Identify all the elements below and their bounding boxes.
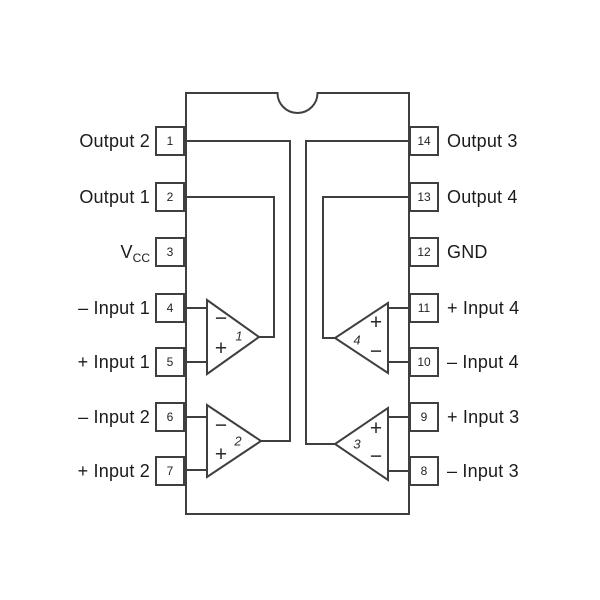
pin-row-7: + Input 2 7 xyxy=(0,456,600,486)
opamp1-noninverting-sign: + xyxy=(214,337,228,360)
pin-row-14: 14 Output 3 xyxy=(0,126,600,156)
pin-label-text: + Input 1 xyxy=(77,352,150,372)
pin-number-box-7: 7 xyxy=(155,456,185,486)
pin-label-output3: Output 3 xyxy=(447,131,518,151)
opamp2-number: 2 xyxy=(234,433,242,449)
opamp1-number: 1 xyxy=(235,328,243,344)
pin-number-box-10: 10 xyxy=(409,347,439,377)
pin-label-text: + Input 2 xyxy=(77,461,150,481)
pin-label-plus-input4: + Input 4 xyxy=(447,298,520,318)
opamp3-noninverting-sign: + xyxy=(369,417,383,440)
pin-label-gnd: GND xyxy=(447,242,488,262)
pin-label-text: – Input 2 xyxy=(78,407,150,427)
pin-label-text: – Input 1 xyxy=(78,298,150,318)
pin-row-3: VCC 3 xyxy=(0,237,600,267)
pin-number-box-4: 4 xyxy=(155,293,185,323)
pin-row-10: 10 – Input 4 xyxy=(0,347,600,377)
pin-row-11: 11 + Input 4 xyxy=(0,293,600,323)
pin-label-plus-input2: + Input 2 xyxy=(0,456,150,486)
opamp1-triangle xyxy=(206,298,261,376)
pin-label-minus-input2: – Input 2 xyxy=(0,402,150,432)
pin-row-1: Output 2 1 xyxy=(0,126,600,156)
opamp3-inverting-sign: − xyxy=(369,445,383,468)
pin-label-minus-input3: – Input 3 xyxy=(447,461,519,481)
pin-number-box-3: 3 xyxy=(155,237,185,267)
ic-body-outline xyxy=(185,92,410,515)
pin-number-box-6: 6 xyxy=(155,402,185,432)
opamp4-inverting-sign: − xyxy=(369,340,383,363)
pin-row-2: Output 1 2 xyxy=(0,182,600,212)
pin-label-plus-input1: + Input 1 xyxy=(0,347,150,377)
pin-row-8: 8 – Input 3 xyxy=(0,456,600,486)
pin-label-vcc: VCC xyxy=(0,237,150,267)
pin-number-box-2: 2 xyxy=(155,182,185,212)
pin-label-output2: Output 2 xyxy=(0,126,150,156)
opamp1-inverting-sign: − xyxy=(214,307,228,330)
opamp4-number: 4 xyxy=(353,332,361,348)
opamp3-triangle xyxy=(333,406,389,482)
pin-label-output1: Output 1 xyxy=(0,182,150,212)
pin-row-4: – Input 1 4 xyxy=(0,293,600,323)
opamp2-triangle xyxy=(206,403,263,479)
pin-label-text: Output 1 xyxy=(79,187,150,207)
pin-number-box-14: 14 xyxy=(409,126,439,156)
net-pin14-to-amp3-output xyxy=(305,140,409,445)
pin-row-13: 13 Output 4 xyxy=(0,182,600,212)
opamp4-triangle xyxy=(333,301,389,375)
pin-number-box-5: 5 xyxy=(155,347,185,377)
opamp4-noninverting-sign: + xyxy=(369,311,383,334)
pin-label-output4: Output 4 xyxy=(447,187,518,207)
pin-row-6: – Input 2 6 xyxy=(0,402,600,432)
pin-row-5: + Input 1 5 xyxy=(0,347,600,377)
pin-number-box-11: 11 xyxy=(409,293,439,323)
pin-number-box-8: 8 xyxy=(409,456,439,486)
pin-row-9: 9 + Input 3 xyxy=(0,402,600,432)
opamp3-number: 3 xyxy=(353,436,361,452)
pin-number-box-13: 13 xyxy=(409,182,439,212)
pin-number-box-9: 9 xyxy=(409,402,439,432)
pin-label-plus-input3: + Input 3 xyxy=(447,407,520,427)
pin-row-12: 12 GND xyxy=(0,237,600,267)
net-pin13-to-amp4-output xyxy=(322,196,409,339)
net-pin2-to-amp1-output xyxy=(186,196,275,338)
opamp2-noninverting-sign: + xyxy=(214,443,228,466)
net-pin1-to-amp2-output xyxy=(186,140,291,442)
pin-label-minus-input1: – Input 1 xyxy=(0,293,150,323)
opamp2-inverting-sign: − xyxy=(214,414,228,437)
pin-label-text: Output 2 xyxy=(79,131,150,151)
pin-label-text: V xyxy=(120,242,133,262)
pin-number-box-1: 1 xyxy=(155,126,185,156)
pin-label-minus-input4: – Input 4 xyxy=(447,352,519,372)
pin-label-subscript: CC xyxy=(132,251,150,265)
pin-number-box-12: 12 xyxy=(409,237,439,267)
